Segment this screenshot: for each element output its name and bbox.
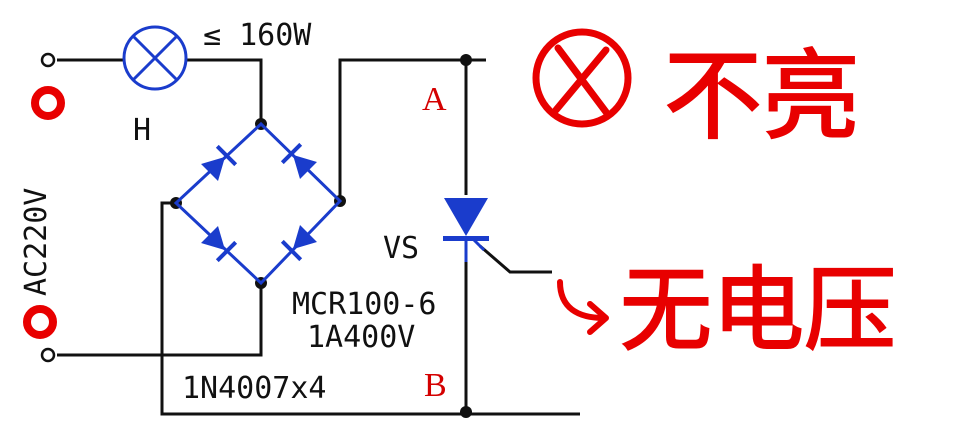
wire-lamp-to-bridge xyxy=(186,58,263,124)
supply-label: AC220V xyxy=(19,188,54,296)
lamp-rating-label: ≤ 160W xyxy=(203,18,312,53)
curved-arrow-icon xyxy=(557,279,607,321)
node-a-label: A xyxy=(422,81,447,118)
wire-thyristor-gate xyxy=(479,244,552,274)
diode-icon xyxy=(201,144,238,181)
diodes-label: 1N4007x4 xyxy=(182,371,327,406)
thyristor-icon xyxy=(443,198,489,262)
red-markup xyxy=(23,28,632,339)
terminal-icon xyxy=(40,52,56,68)
thyristor-rating-label: 1A400V xyxy=(307,320,415,355)
thyristor-model-label: MCR100-6 xyxy=(292,287,437,322)
wires xyxy=(57,58,580,416)
terminal-icon xyxy=(40,347,56,363)
diode-icon xyxy=(201,226,238,263)
terminal-mark xyxy=(23,305,57,339)
wire-bottom-left xyxy=(57,283,263,357)
wire-bridge-positive xyxy=(338,58,486,201)
bridge-rectifier xyxy=(173,121,343,286)
thyristor-name-label: VS xyxy=(383,231,419,266)
terminal-mark xyxy=(31,86,65,120)
diode-icon xyxy=(280,225,317,262)
wire-bridge-negative xyxy=(160,201,580,416)
lamp-name-label: H xyxy=(133,113,151,148)
lamp-icon xyxy=(122,25,188,91)
arrow-head xyxy=(587,301,609,335)
junction-dot xyxy=(460,406,472,418)
voltage-status-annotation: 无电压 xyxy=(620,257,896,364)
lamp-status-annotation: 不亮 xyxy=(664,40,860,154)
crossed-circle-icon xyxy=(532,28,632,128)
junction-dot xyxy=(460,54,472,66)
node-b-label: B xyxy=(424,367,447,404)
diode-icon xyxy=(280,142,317,179)
